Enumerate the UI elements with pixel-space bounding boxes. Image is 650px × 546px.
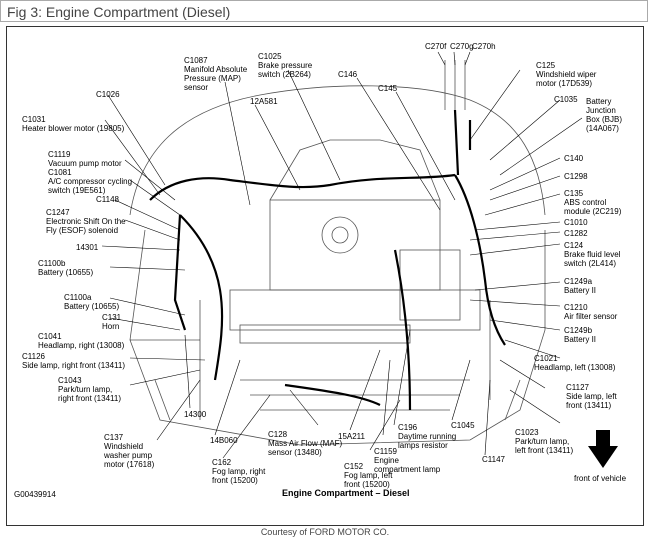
label-c1119: C1119 Vacuum pump motor <box>48 150 122 168</box>
label-c124: C124 Brake fluid level switch (2L414) <box>564 241 621 268</box>
label-c1210: C1210 Air filter sensor <box>564 303 618 321</box>
label-c1298: C1298 <box>564 172 588 181</box>
label-c145: C145 <box>378 84 398 93</box>
label-c1087: C1087 Manifold Absolute Pressure (MAP) s… <box>184 56 248 92</box>
label-c135: C135 ABS control module (2C219) <box>564 189 622 216</box>
diagram-frame <box>6 26 644 526</box>
label-c1249a: C1249a Battery II <box>564 277 597 295</box>
label-c1127: C1127 Side lamp, left front (13411) <box>566 383 617 410</box>
vehicle-outline <box>129 60 546 446</box>
label-c140: C140 <box>564 154 584 163</box>
label-c1021: C1021 Headlamp, left (13008) <box>534 354 616 372</box>
label-14301: 14301 <box>76 243 99 252</box>
label-c1045: C1045 <box>451 421 475 430</box>
label-c270g: C270g <box>450 42 474 51</box>
label-c1031: C1031 Heater blower motor (19805) <box>22 115 125 133</box>
label-c1023: C1023 Park/turn lamp, left front (13411) <box>515 428 574 455</box>
label-c1041: C1041 Headlamp, right (13008) <box>38 332 125 350</box>
footer-credit: Courtesy of FORD MOTOR CO. <box>260 527 390 537</box>
label-c128: C128 Mass Air Flow (MAF) sensor (13480) <box>268 430 343 457</box>
label-front-of-vehicle: front of vehicle <box>574 474 627 483</box>
label-c1081: C1081 A/C compressor cycling switch (19E… <box>48 168 133 195</box>
label-12a581: 12A581 <box>250 97 278 106</box>
figure-id: G00439914 <box>14 490 56 499</box>
label-c1247: C1247 Electronic Shift On the Fly (ESOF)… <box>46 208 126 235</box>
label-14300: 14300 <box>184 410 207 419</box>
label-c1148: C1148 <box>96 195 119 204</box>
label-c1159: C1159 Engine compartment lamp <box>374 447 441 474</box>
label-c1025: C1025 Brake pressure switch (2B264) <box>258 52 313 79</box>
label-c125: C125 Windshield wiper motor (17D539) <box>536 61 597 88</box>
label-c196: C196 Daytime running lamps resistor <box>398 423 457 450</box>
label-c1282: C1282 <box>564 229 588 238</box>
label-c270h: C270h <box>472 42 496 51</box>
label-c146: C146 <box>338 70 358 79</box>
label-c1010: C1010 <box>564 218 588 227</box>
label-c131: C131 Horn <box>102 313 122 331</box>
label-c1100a: C1100a Battery (10655) <box>64 293 120 311</box>
front-arrow-icon <box>588 430 618 468</box>
figure-title: Fig 3: Engine Compartment (Diesel) <box>7 4 231 20</box>
label-c1249b: C1249b Battery II <box>564 326 597 344</box>
label-c152: C152 Fog lamp, left front (15200) <box>344 462 393 489</box>
label-c137: C137 Windshield washer pump motor (17618… <box>104 433 155 469</box>
label-c1147: C1147 <box>482 455 505 464</box>
label-14b060: 14B060 <box>210 436 238 445</box>
label-c1126: C1126 Side lamp, right front (13411) <box>22 352 126 370</box>
wiring-harness <box>149 109 506 411</box>
label-c1026: C1026 <box>96 90 120 99</box>
figure-header: Fig 3: Engine Compartment (Diesel) <box>0 0 648 22</box>
label-bjb: Battery Junction Box (BJB) (14A067) <box>586 97 623 133</box>
label-c270f: C270f <box>425 42 447 51</box>
diagram-caption: Engine Compartment – Diesel <box>282 488 410 498</box>
label-c162: C162 Fog lamp, right front (15200) <box>212 458 266 485</box>
label-c1100b: C1100b Battery (10655) <box>38 259 94 277</box>
label-c1035: C1035 <box>554 95 578 104</box>
label-c1043: C1043 Park/turn lamp, right front (13411… <box>58 376 121 403</box>
label-15a211: 15A211 <box>338 432 365 441</box>
leader-lines <box>101 51 583 459</box>
